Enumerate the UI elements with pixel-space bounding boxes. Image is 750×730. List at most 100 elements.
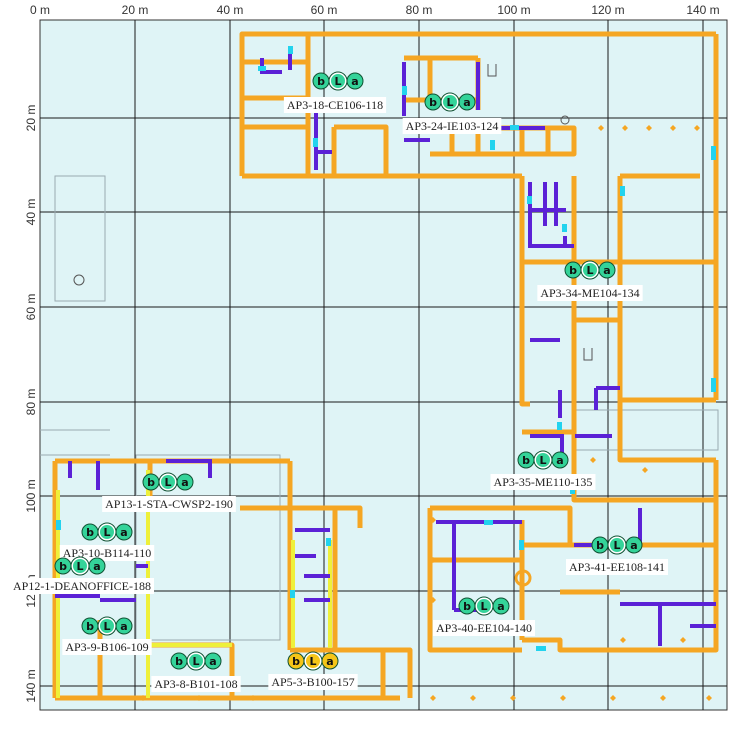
ap-badge-letter: L — [539, 454, 546, 467]
ap-badge-letter: b — [317, 75, 325, 88]
ap-badge-letter: L — [446, 96, 453, 109]
ap-icon-lobe — [492, 597, 510, 615]
ap-label-background — [566, 559, 668, 575]
ap-badge-letter: b — [86, 620, 94, 633]
ap-icon-core — [610, 538, 624, 552]
ap-icon-lobe — [625, 536, 643, 554]
ap-badge-letter: b — [596, 539, 604, 552]
ap-label: AP3-18-CE106-118 — [287, 98, 383, 112]
ap-badge-letter: L — [76, 560, 83, 573]
ap-icon-core — [477, 599, 491, 613]
ap-icon-core — [536, 453, 550, 467]
x-tick-label: 140 m — [686, 3, 719, 17]
ap-badge-letter: L — [103, 620, 110, 633]
ap-icon-lobe — [458, 93, 476, 111]
map-symbols — [73, 64, 593, 587]
ap-icon-lobe — [346, 72, 364, 90]
y-tick-label: 140 m — [24, 669, 38, 702]
ap-badge-letter: a — [209, 655, 216, 668]
ap-icon-core — [161, 475, 175, 489]
ap-label: AP5-3-B100-157 — [271, 675, 354, 689]
ap-label: AP3-24-IE103-124 — [406, 119, 499, 133]
markers — [140, 125, 712, 701]
ap-badge-letter: a — [120, 526, 127, 539]
ap-label-background — [402, 118, 502, 134]
x-tick-label: 60 m — [311, 3, 338, 17]
ap-icon-core — [189, 654, 203, 668]
ap-badge-letter: L — [103, 526, 110, 539]
ap-label: AP3-34-ME104-134 — [540, 286, 639, 300]
ap-label: AP12-1-DEANOFFICE-188 — [13, 579, 151, 593]
ap-badge-letter: b — [429, 96, 437, 109]
ap-badge-letter: b — [175, 655, 183, 668]
ap-badge-letter: b — [522, 454, 530, 467]
ap-label-background — [102, 496, 236, 512]
ap-label-background — [10, 578, 154, 594]
map-frame — [39, 19, 728, 711]
ap-badge-letter: b — [569, 264, 577, 277]
ap-label-background — [59, 545, 155, 561]
ap-badge-letter: a — [556, 454, 563, 467]
ap-badge-letter: a — [497, 600, 504, 613]
ap-badge-letter: L — [192, 655, 199, 668]
ap-icon-lobe — [88, 557, 106, 575]
y-tick-label: 100 m — [24, 479, 38, 512]
ap-icon-core — [100, 619, 114, 633]
x-axis-ticks: 0 m 20 m 40 m 60 m 80 m 100 m 120 m 140 … — [30, 3, 720, 17]
ap-label-background — [62, 639, 152, 655]
ap-label-background — [268, 674, 358, 690]
ap-badge-letter: b — [463, 600, 471, 613]
ap-label: AP3-10-B114-110 — [63, 546, 151, 560]
ap-icon-core — [443, 95, 457, 109]
ap-label: AP3-9-B106-109 — [65, 640, 148, 654]
ap-label-background — [283, 97, 387, 113]
y-tick-label: 80 m — [24, 389, 38, 416]
ap-badge-letter: b — [86, 526, 94, 539]
ap-icon-lobe — [115, 617, 133, 635]
ap-icon-lobe — [321, 652, 339, 670]
ap-badge-letter: L — [334, 75, 341, 88]
ap-icon-core — [73, 559, 87, 573]
ap-badge-letter: a — [351, 75, 358, 88]
floor-area — [40, 20, 727, 710]
ap-icon-lobe — [204, 652, 222, 670]
ap-badge-letter: a — [93, 560, 100, 573]
ap-badge-letter: a — [181, 476, 188, 489]
ap-badge-letter: a — [120, 620, 127, 633]
doors — [56, 46, 716, 651]
ap-badge-letter: L — [586, 264, 593, 277]
ap-label: AP3-35-ME110-135 — [494, 475, 593, 489]
x-tick-label: 0 m — [30, 3, 50, 17]
ap-badge-letter: b — [59, 560, 67, 573]
ap-badge-letter: b — [147, 476, 155, 489]
ap-badge-letter: L — [613, 539, 620, 552]
ap-badge-letter: a — [603, 264, 610, 277]
x-tick-label: 100 m — [497, 3, 530, 17]
ap-label-background — [537, 285, 643, 301]
ap-icon-core — [331, 74, 345, 88]
ap-badge-letter: a — [630, 539, 637, 552]
y-axis-ticks: 20 m 40 m 60 m 80 m 100 m 120 m 140 m — [24, 105, 38, 703]
ap-icon-core — [583, 263, 597, 277]
ap-icon-lobe — [598, 261, 616, 279]
ap-label: AP3-41-EE108-141 — [569, 560, 665, 574]
ap-label-background — [433, 620, 535, 636]
ap-label: AP3-8-B101-108 — [154, 677, 237, 691]
x-tick-label: 80 m — [406, 3, 433, 17]
ap-badge-letter: a — [463, 96, 470, 109]
y-tick-label: 20 m — [24, 105, 38, 132]
